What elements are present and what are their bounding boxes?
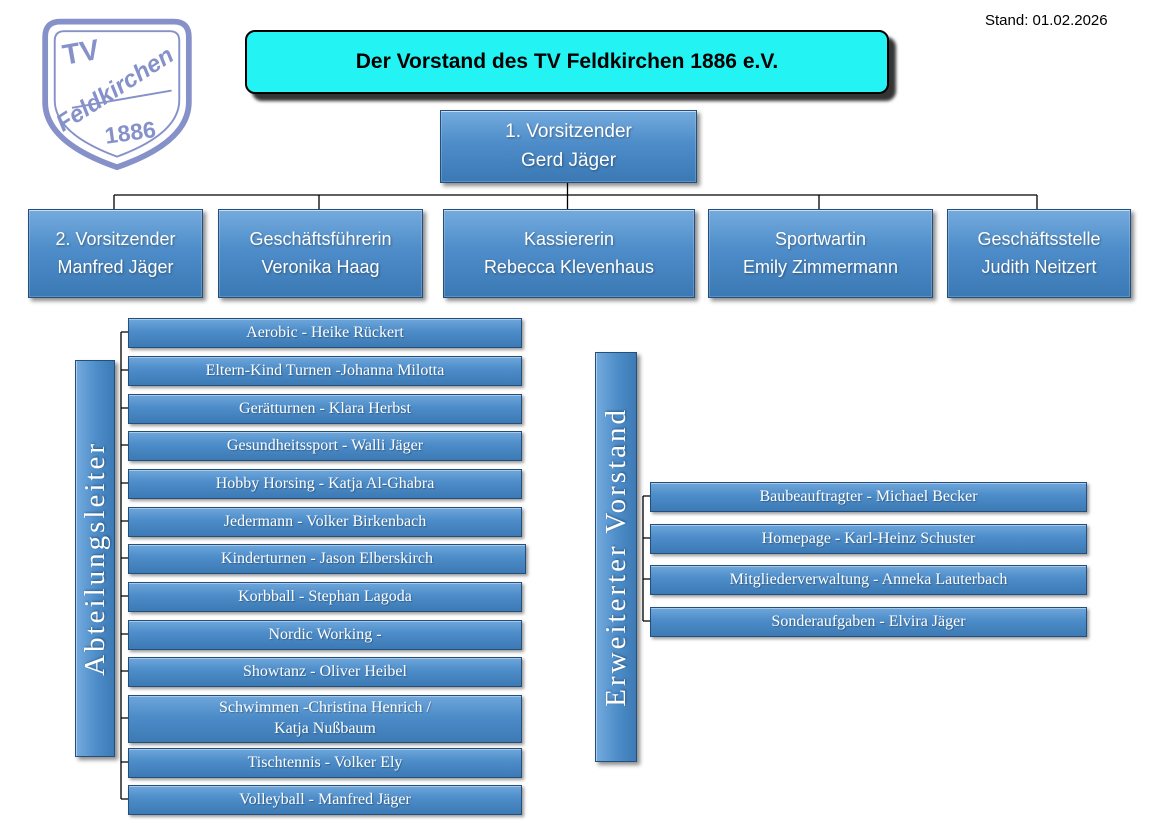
chart-title-text: Der Vorstand des TV Feldkirchen 1886 e.V… xyxy=(355,50,779,73)
board-role: Geschäftsstelle xyxy=(977,228,1101,249)
node-chairman: 1. Vorsitzender Gerd Jäger xyxy=(440,110,697,183)
node-managing-director: Geschäftsführerin Veronika Haag xyxy=(218,209,423,298)
extended-board-bracket-lines xyxy=(642,495,650,622)
logo-shield-outer xyxy=(42,18,192,171)
department-item: Aerobic - Heike Rückert xyxy=(128,318,522,348)
board-name: Judith Neitzert xyxy=(981,256,1097,277)
board-role: 2. Vorsitzender xyxy=(55,228,176,249)
departments-bracket-lines xyxy=(120,331,128,800)
extended-board-label: Erweiterter Vorstand xyxy=(595,352,637,762)
board-name: Veronika Haag xyxy=(261,256,380,277)
departments-label: Abteilungsleiter xyxy=(75,360,115,757)
department-item: Nordic Working - xyxy=(128,620,522,650)
node-sports-warden: Sportwartin Emily Zimmermann xyxy=(708,209,933,298)
chart-title: Der Vorstand des TV Feldkirchen 1886 e.V… xyxy=(245,30,889,94)
department-item: Eltern-Kind Turnen -Johanna Milotta xyxy=(128,356,522,386)
department-item: Gerätturnen - Klara Herbst xyxy=(128,394,522,424)
logo-text-year: 1886 xyxy=(103,116,157,149)
department-item: Jedermann - Volker Birkenbach xyxy=(128,507,522,537)
date-stamp: Stand: 01.02.2026 xyxy=(985,12,1108,29)
departments-label-text: Abteilungsleiter xyxy=(78,441,111,676)
board-name: Manfred Jäger xyxy=(57,256,174,277)
extended-board-item: Mitgliederverwaltung - Anneka Lauterbach xyxy=(650,565,1087,595)
node-vice-chairman: 2. Vorsitzender Manfred Jäger xyxy=(28,209,203,298)
department-item: Gesundheitssport - Walli Jäger xyxy=(128,431,522,461)
node-office: Geschäftsstelle Judith Neitzert xyxy=(947,209,1131,298)
extended-board-item: Sonderaufgaben - Elvira Jäger xyxy=(650,607,1087,637)
board-role: Kassiererin xyxy=(523,228,615,249)
extended-board-item: Baubeauftragter - Michael Becker xyxy=(650,482,1087,512)
node-treasurer: Kassiererin Rebecca Klevenhaus xyxy=(443,209,695,298)
department-item: Tischtennis - Volker Ely xyxy=(128,748,522,778)
department-item: Volleyball - Manfred Jäger xyxy=(128,785,522,815)
club-logo: TV Feldkirchen 1886 xyxy=(42,18,192,171)
board-name: Emily Zimmermann xyxy=(742,256,898,277)
board-role: Geschäftsführerin xyxy=(249,228,392,249)
department-item: Showtanz - Oliver Heibel xyxy=(128,657,522,687)
logo-shield-inner xyxy=(53,30,181,158)
department-item: Hobby Horsing - Katja Al-Ghabra xyxy=(128,469,522,499)
department-item: Schwimmen -Christina Henrich / Katja Nuß… xyxy=(128,695,522,743)
board-name: Rebecca Klevenhaus xyxy=(483,256,655,277)
board-role: Sportwartin xyxy=(774,228,867,249)
logo-underline xyxy=(71,89,172,109)
logo-text-tv: TV xyxy=(60,34,102,72)
department-item: Korbball - Stephan Lagoda xyxy=(128,582,522,612)
chairman-role: 1. Vorsitzender xyxy=(505,121,632,142)
chairman-name: Gerd Jäger xyxy=(520,149,617,171)
department-item: Kinderturnen - Jason Elberskirch xyxy=(128,544,526,574)
extended-board-label-text: Erweiterter Vorstand xyxy=(599,407,632,707)
top-tree-lines xyxy=(113,181,1038,209)
extended-board-item: Homepage - Karl-Heinz Schuster xyxy=(650,524,1087,554)
